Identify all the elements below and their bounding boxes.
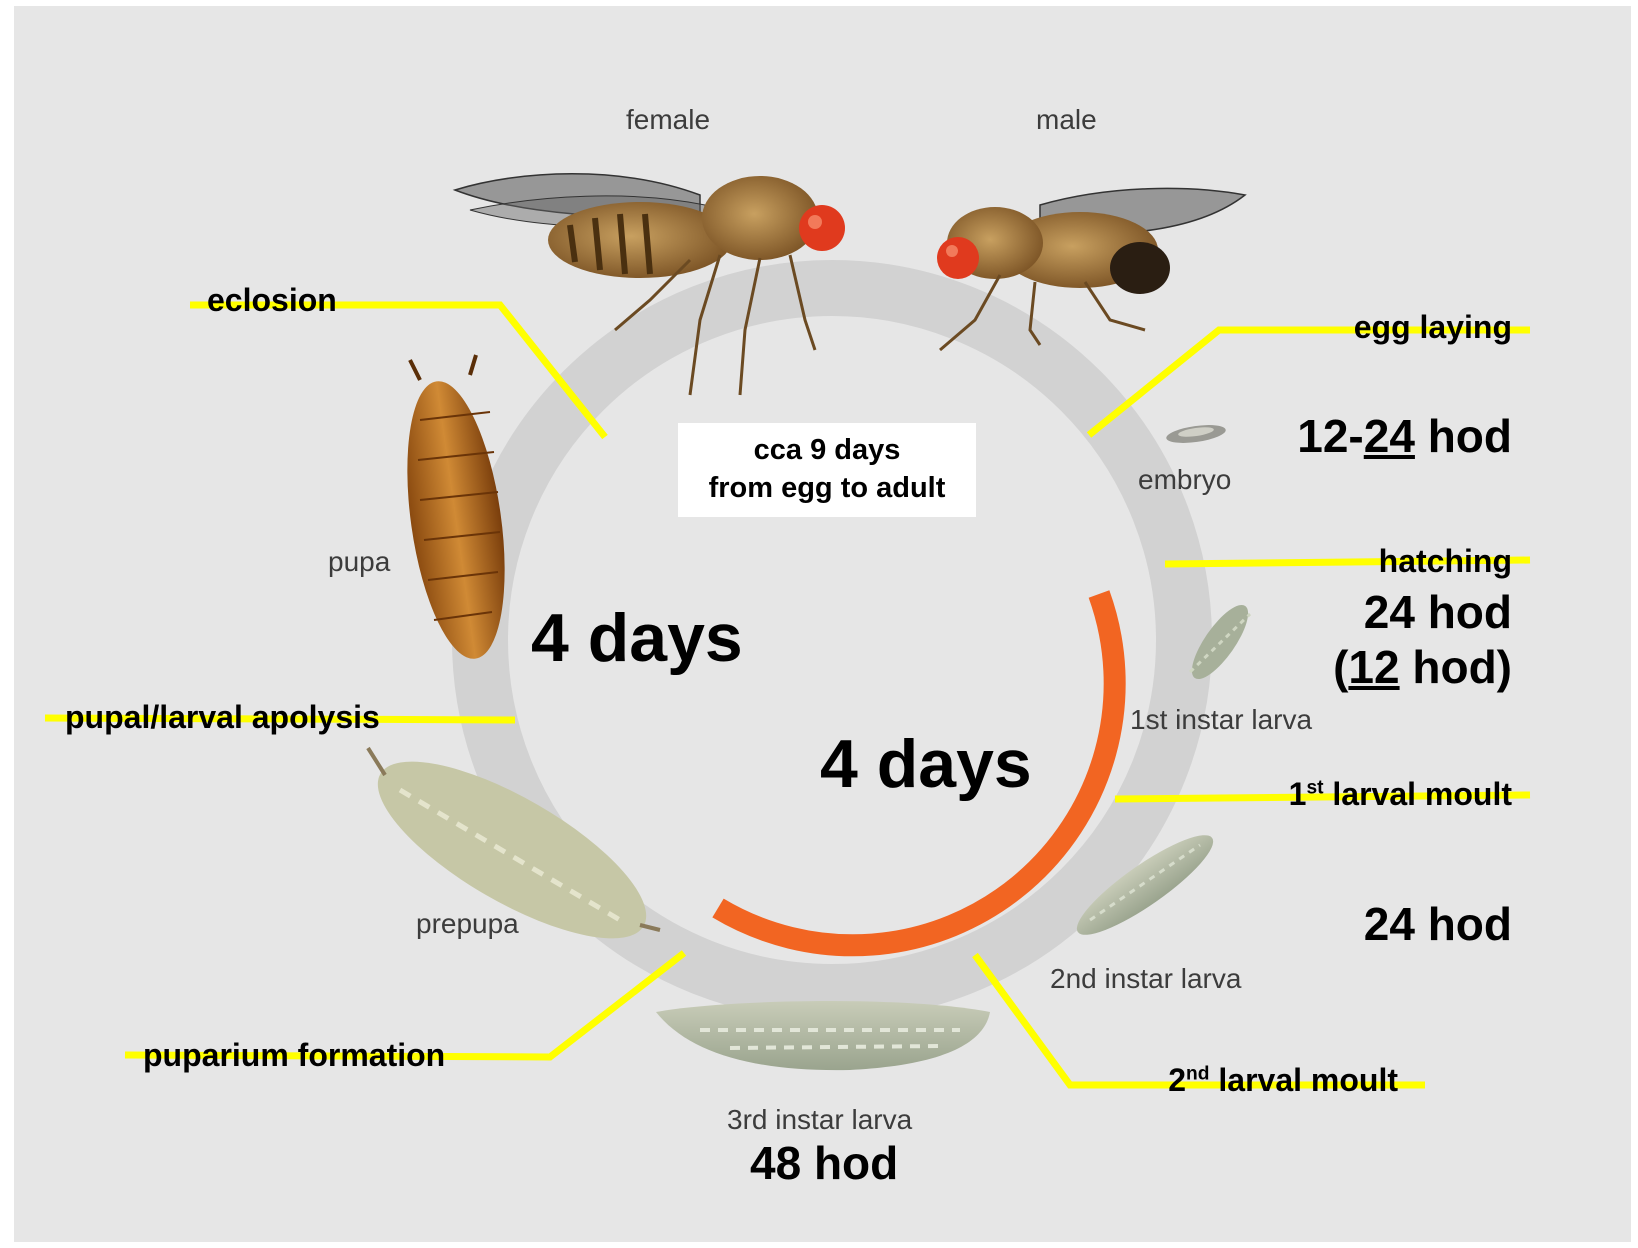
first-moult-ordinal: st bbox=[1306, 777, 1323, 798]
embryo-label: embryo bbox=[1138, 466, 1231, 494]
embryo-duration-end: 24 bbox=[1364, 410, 1415, 462]
embryo-duration-start: 12- bbox=[1297, 410, 1363, 462]
eclosion-label: eclosion bbox=[207, 284, 337, 316]
puparium-formation-label: puparium formation bbox=[143, 1039, 445, 1071]
male-label: male bbox=[1036, 106, 1097, 134]
first-instar-alt-open: ( bbox=[1333, 641, 1348, 693]
second-instar-larva-label: 2nd instar larva bbox=[1050, 965, 1241, 993]
larval-period-duration: 4 days bbox=[820, 730, 1032, 798]
first-instar-duration-alt: (12 hod) bbox=[1333, 640, 1512, 695]
first-moult-number: 1 bbox=[1289, 776, 1307, 812]
hatching-label: hatching bbox=[1379, 545, 1512, 577]
second-instar-duration: 24 hod bbox=[1364, 897, 1512, 952]
first-instar-duration: 24 hod (12 hod) bbox=[1333, 585, 1512, 695]
second-moult-text: larval moult bbox=[1210, 1062, 1399, 1098]
embryo-icon bbox=[1165, 422, 1227, 446]
pupa-label: pupa bbox=[328, 548, 390, 576]
first-instar-larva-label: 1st instar larva bbox=[1130, 706, 1312, 734]
first-larval-moult-label: 1st larval moult bbox=[1289, 778, 1512, 810]
total-duration-box: cca 9 days from egg to adult bbox=[678, 423, 976, 517]
second-moult-ordinal: nd bbox=[1186, 1063, 1209, 1084]
second-moult-number: 2 bbox=[1168, 1062, 1186, 1098]
total-duration-line1: cca 9 days bbox=[754, 432, 901, 470]
first-instar-duration-main: 24 hod bbox=[1333, 585, 1512, 640]
pupal-larval-apolysis-label: pupal/larval apolysis bbox=[65, 701, 380, 733]
first-instar-alt-close: hod) bbox=[1400, 641, 1512, 693]
third-instar-larva-label: 3rd instar larva bbox=[727, 1106, 912, 1134]
pupal-period-duration: 4 days bbox=[531, 604, 743, 672]
third-instar-duration: 48 hod bbox=[750, 1136, 898, 1191]
embryo-duration-unit: hod bbox=[1415, 410, 1512, 462]
total-duration-line2: from egg to adult bbox=[709, 470, 946, 508]
second-larval-moult-label: 2nd larval moult bbox=[1168, 1064, 1398, 1096]
first-moult-text: larval moult bbox=[1324, 776, 1513, 812]
female-label: female bbox=[626, 106, 710, 134]
first-instar-alt-number: 12 bbox=[1348, 641, 1399, 693]
third-instar-larva-icon bbox=[656, 1001, 990, 1070]
egg-laying-label: egg laying bbox=[1354, 311, 1512, 343]
prepupa-label: prepupa bbox=[416, 910, 519, 938]
embryo-duration: 12-24 hod bbox=[1297, 409, 1512, 464]
